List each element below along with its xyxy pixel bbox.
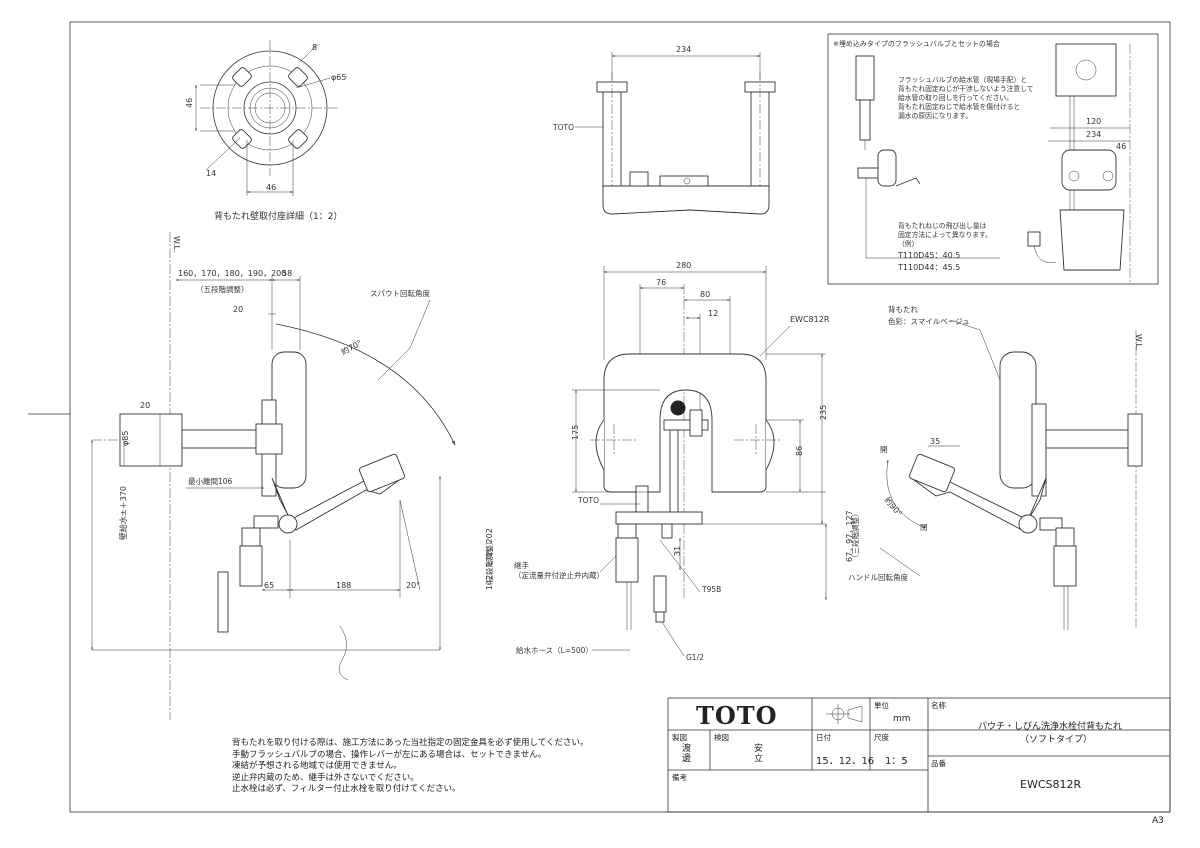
svg-text:フラッシュバルブの給水管（現場手配）と: フラッシュバルブの給水管（現場手配）と xyxy=(898,75,1027,84)
top-plan-view xyxy=(575,52,776,215)
side-wl-label: W.L. xyxy=(172,236,181,253)
note-item: 手動フラッシュバルブの場合、操作レバーが左にある場合は、セットできません。 xyxy=(232,749,547,760)
top-label-toto: TOTO xyxy=(552,123,574,132)
note-item: 逆止弁内蔵のため、継手は外さないでください。 xyxy=(232,772,419,783)
note-item: 止水栓は必ず、フィルター付止水栓を取り付けてください。 xyxy=(232,784,461,794)
toto-logo: TOTO xyxy=(696,701,778,730)
front-dim-280: 280 xyxy=(676,261,691,270)
date-value: 15．12．16 xyxy=(816,756,875,767)
unit-value: mm xyxy=(893,714,911,724)
checked-label: 検図 xyxy=(714,733,729,742)
flange-detail xyxy=(195,40,340,196)
front-dim-31: 31 xyxy=(673,546,682,556)
front-dim-235: 235 xyxy=(819,405,828,420)
right-wl-label: W.L. xyxy=(1134,334,1143,351)
remarks-label: 備考 xyxy=(672,773,687,782)
notes-block: 背もたれを取り付ける際は、施工方法にあった当社指定の固定金具を必ず使用してくださ… xyxy=(232,738,652,796)
scale-label: 尺度 xyxy=(874,733,889,742)
inset-drawing xyxy=(855,43,1131,284)
inset-dim-46: 46 xyxy=(1116,142,1126,151)
side-dim-20-wall: 20 xyxy=(140,401,150,410)
checked-by: 安立 xyxy=(754,744,764,764)
side-dim-188: 188 xyxy=(336,581,351,590)
note-item: 凍結が予想される地域では使用できません。 xyxy=(232,761,402,771)
front-dim-86: 86 xyxy=(795,446,804,456)
flange-detail-caption: 背もたれ壁取付座詳細（1：2） xyxy=(214,210,342,222)
part-label: 品番 xyxy=(931,759,946,768)
top-dim-234: 234 xyxy=(676,45,691,54)
front-label-joint-sub: （定流量弁付逆止弁内蔵） xyxy=(514,570,604,580)
inset-example-2: T110D44：45.5 xyxy=(897,263,960,272)
front-label-hose: 給水ホース（L=500） xyxy=(516,645,593,655)
side-dim-20-top: 20 xyxy=(233,305,243,314)
right-label-color: 色彩：スマイルベージュ xyxy=(888,316,970,326)
front-label-toto: TOTO xyxy=(577,496,599,505)
side-label-min: 最小離間106 xyxy=(188,476,233,486)
side-label-spout: スパウト回転角度 xyxy=(370,288,430,298)
sheet-size: A3 xyxy=(1152,816,1164,826)
front-dim-175: 175 xyxy=(571,425,580,440)
flange-dim-phi65: φ65 xyxy=(331,73,346,82)
side-dim-58: 58 xyxy=(282,269,292,278)
side-dim-160: 160，170，180，190，200 xyxy=(178,269,286,278)
side-dim-142-sub: （三段階調整） xyxy=(484,538,494,591)
right-label-handle: ハンドル回転角度 xyxy=(848,572,908,582)
drawn-label: 製図 xyxy=(672,733,687,742)
name-label: 名称 xyxy=(931,701,946,710)
front-dim-67: 67，97，127 xyxy=(845,510,854,562)
flange-dim-46-h: 46 xyxy=(266,183,276,192)
right-dim-90: 約90° xyxy=(882,495,904,518)
side-dim-160-sub: （五段階調整） xyxy=(196,284,249,294)
svg-text:背もたれ固定ねじが干渉しないよう注意して: 背もたれ固定ねじが干渉しないよう注意して xyxy=(898,84,1034,93)
drawn-by: 渡邊 xyxy=(682,744,692,764)
front-dim-12: 12 xyxy=(708,309,718,318)
svg-text:固定方法によって異なります。: 固定方法によって異なります。 xyxy=(898,230,992,239)
front-dim-80: 80 xyxy=(700,290,710,299)
side-dim-wall: 壁給水±＋370 xyxy=(118,486,128,540)
inset-title: ※埋め込みタイプのフラッシュバルブとセットの場合 xyxy=(833,39,1000,48)
inset-note1: フラッシュバルブの給水管（現場手配）と 背もたれ固定ねじが干渉しないよう注意して… xyxy=(898,75,1034,120)
flange-dim-14: 14 xyxy=(206,169,216,178)
inset-note2: 背もたれねじの飛び出し量は 固定方法によって異なります。 （例） xyxy=(898,221,992,248)
svg-text:背もたれ固定ねじで給水管を傷付けると: 背もたれ固定ねじで給水管を傷付けると xyxy=(898,102,1020,111)
title-block-grid xyxy=(667,697,1171,813)
right-side-view xyxy=(879,319,1143,630)
part-number: EWCS812R xyxy=(1020,778,1082,791)
side-dim-142: 142，172，202 xyxy=(485,528,494,590)
flange-dim-8: 8 xyxy=(312,43,317,52)
svg-text:背もたれねじの飛び出し量は: 背もたれねじの飛び出し量は xyxy=(898,221,987,230)
inset-dim-234: 234 xyxy=(1086,130,1101,139)
note-item: 背もたれを取り付ける際は、施工方法にあった当社指定の固定金具を必ず使用してくださ… xyxy=(232,738,589,748)
unit-label: 単位 xyxy=(874,701,889,710)
side-dim-20deg: 20° xyxy=(406,581,420,590)
sheet-border xyxy=(69,21,1171,813)
inset-box xyxy=(827,33,1159,285)
product-name-line2: （ソフトタイプ） xyxy=(1020,735,1093,745)
front-dim-67-sub: （三段階調整） xyxy=(850,510,860,563)
side-dim-70: 約70° xyxy=(339,338,363,357)
side-dim-65: 65 xyxy=(264,581,274,590)
svg-text:（例）: （例） xyxy=(898,239,918,248)
svg-text:給水管の取り回しを行ってください。: 給水管の取り回しを行ってください。 xyxy=(898,93,1013,102)
right-label-back: 背もたれ xyxy=(888,304,918,314)
front-label-joint: 継手 xyxy=(514,560,529,570)
front-dim-76: 76 xyxy=(656,278,666,287)
date-label: 日付 xyxy=(816,733,831,742)
svg-text:漏水の原因になります。: 漏水の原因になります。 xyxy=(898,111,972,120)
right-dim-35: 35 xyxy=(930,437,940,446)
front-label-g12: G1/2 xyxy=(686,653,704,662)
flange-dim-46-v: 46 xyxy=(185,98,194,108)
scale-value: 1：5 xyxy=(885,756,908,767)
side-view xyxy=(91,232,456,720)
right-label-open: 開 xyxy=(880,445,888,454)
front-model-label: EWC812R xyxy=(790,315,830,324)
front-view xyxy=(572,266,827,657)
product-name-line1: パウチ・しびん洗浄水栓付背もたれ xyxy=(978,722,1123,732)
side-dim-phi85: φ85 xyxy=(121,431,130,446)
inset-dim-120: 120 xyxy=(1086,117,1101,126)
front-label-t95b: T95B xyxy=(701,585,721,594)
inset-example-1: T110D45：40.5 xyxy=(897,251,960,260)
right-label-close: 閉 xyxy=(920,523,928,532)
